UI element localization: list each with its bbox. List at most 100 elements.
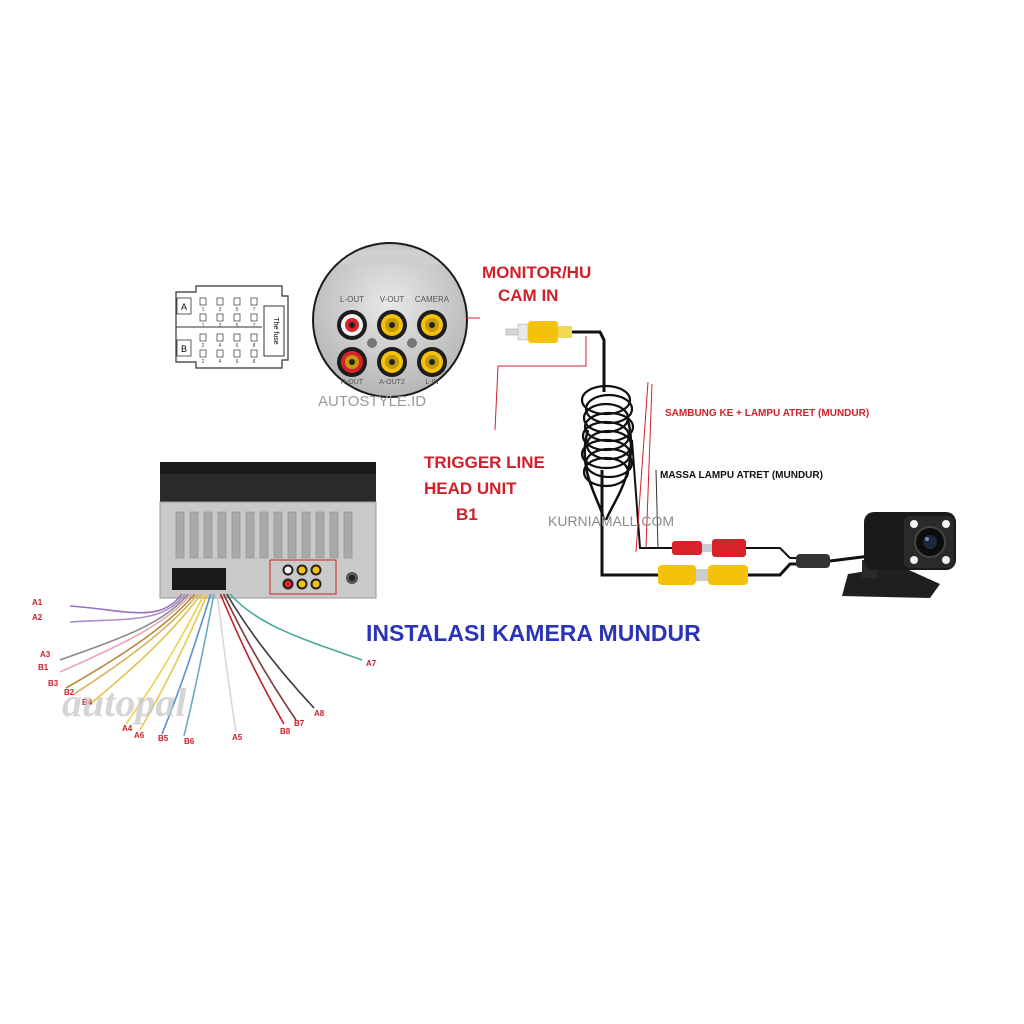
trigger-label-line2: HEAD UNIT xyxy=(424,479,517,498)
head-unit-wires xyxy=(59,593,363,737)
trigger-label-line3: B1 xyxy=(456,505,478,524)
trigger-label-line1: TRIGGER LINE xyxy=(424,453,545,472)
connector-pin xyxy=(216,333,224,342)
heatsink-fin xyxy=(231,511,241,559)
monitor-label-line2: CAM IN xyxy=(498,286,558,305)
connector-pin xyxy=(199,333,207,342)
connector-pin-label: 7 xyxy=(253,323,256,329)
rca-jack xyxy=(377,310,407,340)
wire-label-b1: B1 xyxy=(38,663,49,672)
monitor-label-line1: MONITOR/HU xyxy=(482,263,591,282)
connector-pin xyxy=(250,349,258,358)
wire-a2 xyxy=(69,593,186,623)
diagram-title: INSTALASI KAMERA MUNDUR xyxy=(366,620,701,646)
connector-pin xyxy=(199,297,207,306)
wire-label-a4: A4 xyxy=(122,724,133,733)
wire-b8 xyxy=(219,593,285,725)
heatsink-fin xyxy=(217,511,227,559)
head-unit xyxy=(159,462,377,599)
connector-fuse-label: The fuse xyxy=(272,317,279,344)
connector-pin xyxy=(233,349,241,358)
wire-a6 xyxy=(139,593,209,731)
rca-jack xyxy=(337,347,367,377)
connector-pin xyxy=(199,349,207,358)
connector-pin xyxy=(199,313,207,322)
connector-pin-label: 4 xyxy=(219,343,222,349)
wire-label-b2: B2 xyxy=(64,688,75,697)
connector-pin-label: 3 xyxy=(219,307,222,313)
connector-pin-label: 2 xyxy=(202,343,205,349)
heatsink-fin xyxy=(273,511,283,559)
connector-pin xyxy=(233,297,241,306)
wire-label-b3: B3 xyxy=(48,679,59,688)
wire-label-b5: B5 xyxy=(158,734,169,743)
wire-b7 xyxy=(222,593,297,721)
connector-pin xyxy=(250,313,258,322)
heatsink-fin xyxy=(287,511,297,559)
wire-b5 xyxy=(161,593,212,735)
wire-b2 xyxy=(73,593,199,695)
heatsink-fin xyxy=(175,511,185,559)
wire-label-b6: B6 xyxy=(184,737,195,746)
rca-jack xyxy=(417,310,447,340)
rca-label-v-out: V-OUT xyxy=(380,295,405,304)
wire-a4 xyxy=(125,593,206,725)
rca-label-l-out: L-OUT xyxy=(340,295,364,304)
wire-a1 xyxy=(69,593,183,614)
wire-label-b4: B4 xyxy=(82,698,93,707)
wire-b6 xyxy=(183,593,215,737)
wire-label-a3: A3 xyxy=(40,650,51,659)
connector-pin-label: 8 xyxy=(253,359,256,365)
coiled-cable xyxy=(580,384,635,521)
connector-pin-label: 8 xyxy=(253,343,256,349)
wire-label-a2: A2 xyxy=(32,613,43,622)
heatsink-fin xyxy=(203,511,213,559)
connector-pin xyxy=(250,333,258,342)
wire-label-b8: B8 xyxy=(280,727,291,736)
cam-in-rca-plug xyxy=(505,321,606,392)
wire-a5 xyxy=(216,593,237,733)
wire-a7 xyxy=(229,593,363,661)
connector-pin-label: 1 xyxy=(202,323,205,329)
wire-label-a6: A6 xyxy=(134,731,145,740)
heatsink-fin xyxy=(301,511,311,559)
rca-closeup: L-OUT V-OUT CAMERA R-OUT A-OUT2 L-IN AUT… xyxy=(312,242,468,410)
watermark-autostyle: AUTOSTYLE.ID xyxy=(318,393,426,410)
screw xyxy=(407,338,417,348)
wire-a3 xyxy=(59,593,190,661)
connector-pin-label: 6 xyxy=(236,359,239,365)
connector-pin-label: 1 xyxy=(202,307,205,313)
heatsink-fin xyxy=(329,511,339,559)
connector-pin xyxy=(250,297,258,306)
backup-camera xyxy=(842,512,956,598)
rca-label-camera: CAMERA xyxy=(415,295,450,304)
wire-label-a1: A1 xyxy=(32,598,43,607)
connector-pin xyxy=(216,313,224,322)
yellow-rca-connector xyxy=(658,562,808,585)
connector-pin-label: 5 xyxy=(236,323,239,329)
heatsink-fin xyxy=(315,511,325,559)
rca-jack xyxy=(417,347,447,377)
wire-b1 xyxy=(59,593,193,673)
heatsink-fin xyxy=(259,511,269,559)
wire-label-a8: A8 xyxy=(314,709,325,718)
rca-label-r-out: R-OUT xyxy=(341,379,364,386)
heatsink-fin xyxy=(245,511,255,559)
connector-pin-label: 7 xyxy=(253,307,256,313)
connector-row-b-label: B xyxy=(181,344,187,354)
connector-pin-label: 5 xyxy=(236,307,239,313)
connector-pin xyxy=(233,333,241,342)
rca-jack xyxy=(377,347,407,377)
heatsink-fin xyxy=(343,511,353,559)
reverse-ground-note: MASSA LAMPU ATRET (MUNDUR) xyxy=(660,470,823,481)
wire-a8 xyxy=(226,593,315,709)
rca-label-l-in: L-IN xyxy=(425,379,438,386)
heatsink-fin xyxy=(189,511,199,559)
rca-label-a-out2: A-OUT2 xyxy=(379,379,405,386)
wire-label-a7: A7 xyxy=(366,659,377,668)
watermark-kurniamall: KURNIAMALL.COM xyxy=(548,513,674,529)
